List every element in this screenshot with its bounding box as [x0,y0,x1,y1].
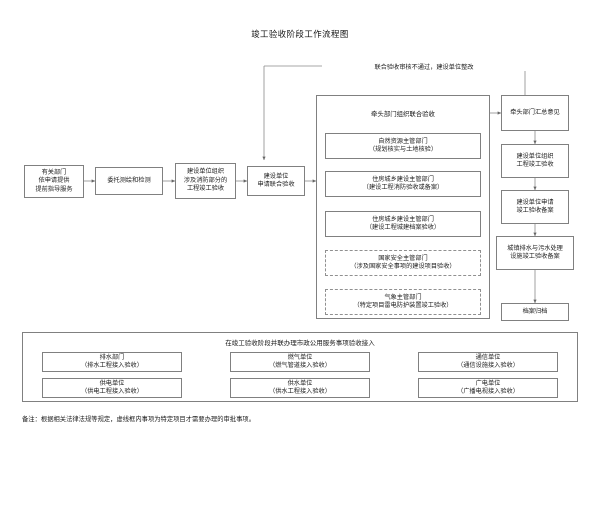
dept-text: 国家安全主管部门（涉及国家安全事项的建设项目验收） [350,254,456,270]
node-drainage-sewage-filing[interactable]: 城镇排水与污水处理 设施竣工验收备案 [496,236,574,270]
service-broadcast[interactable]: 广电单位（广播电视接入验收） [418,378,558,398]
dept-text: 住房城乡建设主管部门（建设工程城建档案验收） [365,215,441,231]
dept-housing-fire[interactable]: 住房城乡建设主管部门（建设工程消防验收或备案） [325,171,481,197]
dept-meteorology[interactable]: 气象主管部门（特定项目雷电防护装置竣工验收） [325,289,481,315]
node-apply-joint-acceptance[interactable]: 建设单位 申请联合验收 [247,166,305,196]
footnote-text: 备注：根据相关法律法规等规定，虚线框内事项为特定项目才需要办理的审批事项。 [22,416,255,423]
service-power[interactable]: 供电单位（供电工程接入验收） [42,378,182,398]
node-archive-filing[interactable]: 档案归档 [501,303,569,321]
node-org-completion-acceptance[interactable]: 建设单位组织 工程竣工验收 [501,144,569,178]
service-water[interactable]: 供水单位（供水工程接入验收） [230,378,370,398]
dept-text: 自然资源主管部门（规划核实与土地核验） [368,137,438,153]
service-text: 排水部门（排水工程接入验收） [81,353,143,369]
dept-text: 气象主管部门（特定项目雷电防护装置竣工验收） [353,293,453,309]
service-gas[interactable]: 燃气单位（燃气管道接入验收） [230,352,370,372]
municipal-services-title: 在竣工验收阶段并联办理市政公用服务事项验收接入 [225,339,375,347]
page-title: 竣工验收阶段工作流程图 [251,29,349,39]
dept-national-security[interactable]: 国家安全主管部门（涉及国家安全事项的建设项目验收） [325,250,481,276]
node-lead-dept-summary[interactable]: 牵头部门汇总意见 [501,95,569,131]
node-fire-acceptance[interactable]: 建设单位组织 涉及消防部分的 工程竣工验收 [175,163,236,199]
dept-text: 住房城乡建设主管部门（建设工程消防验收或备案） [362,175,444,191]
service-text: 供电单位（供电工程接入验收） [81,379,143,395]
joint-acceptance-group [316,95,490,319]
node-apply-record-filing[interactable]: 建设单位申请 竣工验收备案 [501,190,569,224]
service-telecom[interactable]: 通信单位（通信设施接入验收） [418,352,558,372]
node-survey-testing[interactable]: 委托测绘和检测 [95,167,163,195]
dept-natural-resources[interactable]: 自然资源主管部门（规划核实与土地核验） [325,133,481,159]
service-text: 通信单位（通信设施接入验收） [457,353,519,369]
service-text: 燃气单位（燃气管道接入验收） [269,353,331,369]
dept-housing-archive[interactable]: 住房城乡建设主管部门（建设工程城建档案验收） [325,211,481,237]
joint-acceptance-title: 牵头部门组织联合验收 [371,110,435,118]
loop-label: 联合验收审核不通过，建设单位整改 [322,62,526,71]
service-text: 供水单位（供水工程接入验收） [269,379,331,395]
node-preguidance[interactable]: 有关部门 依申请提供 提前指导服务 [24,165,84,198]
service-text: 广电单位（广播电视接入验收） [457,379,519,395]
service-drainage[interactable]: 排水部门（排水工程接入验收） [42,352,182,372]
